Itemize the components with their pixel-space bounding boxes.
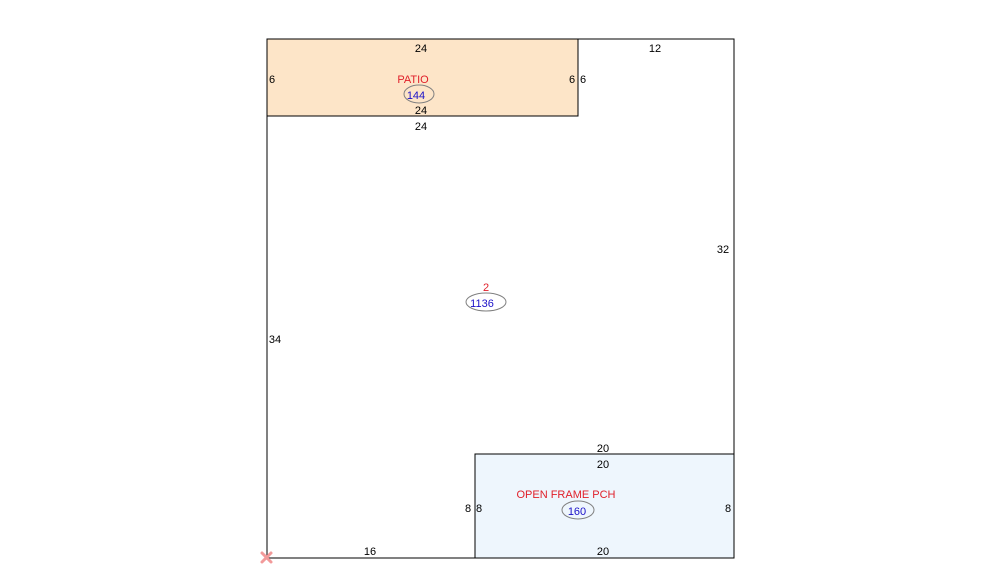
origin-x-marker-icon[interactable] (260, 551, 273, 564)
main-area-label: 2 (483, 282, 489, 294)
patio-dim-bottom-inner: 24 (415, 105, 427, 117)
porch-dim-left-outer: 8 (465, 503, 471, 515)
main-dim-left: 34 (269, 334, 281, 346)
main-area-value: 1136 (470, 298, 494, 310)
main-dim-under-patio: 24 (415, 121, 427, 133)
porch-dim-left-inner: 8 (476, 503, 482, 515)
porch-dim-right: 8 (725, 503, 731, 515)
porch-dim-top-outer: 20 (597, 443, 609, 455)
patio-dim-right-inner: 6 (569, 74, 575, 86)
porch-region[interactable] (474, 453, 735, 559)
patio-dim-top: 24 (415, 43, 427, 55)
porch-dim-top-inner: 20 (597, 459, 609, 471)
porch-area-value: 160 (568, 506, 586, 518)
patio-dim-left: 6 (269, 74, 275, 86)
main-area-outline (266, 38, 735, 559)
porch-area-oval (561, 500, 595, 520)
porch-dim-bottom: 20 (597, 546, 609, 558)
main-dim-top: 12 (649, 43, 661, 55)
porch-label: OPEN FRAME PCH (516, 489, 615, 501)
main-area-oval (465, 292, 507, 312)
patio-label: PATIO (397, 74, 429, 86)
main-dim-right: 32 (717, 244, 729, 256)
patio-area-oval (403, 84, 435, 104)
patio-dim-right-outer: 6 (580, 74, 586, 86)
main-dim-bottom: 16 (364, 546, 376, 558)
patio-area-value: 144 (407, 90, 425, 102)
